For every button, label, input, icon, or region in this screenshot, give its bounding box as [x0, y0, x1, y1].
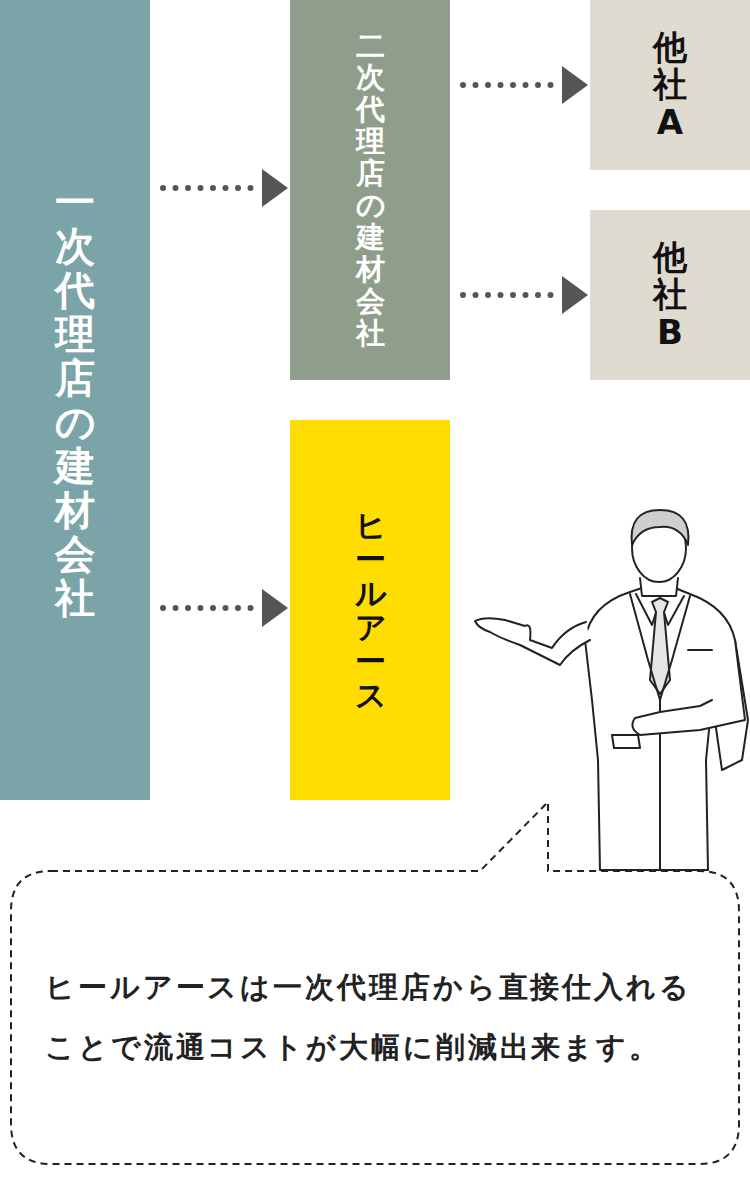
box-label: ヒールアース	[355, 508, 386, 713]
secondary-agent-box: 二次代理店の建材会社	[290, 0, 450, 380]
bubble-text: ヒールアースは一次代理店から直接仕入れることで流通コストが大幅に削減出来ます。	[45, 958, 705, 1077]
dotted-arrow	[463, 66, 588, 104]
speech-bubble: ヒールアースは一次代理店から直接仕入れることで流通コストが大幅に削減出来ます。	[10, 870, 740, 1165]
box-label: 他社A	[653, 29, 687, 141]
bubble-outline	[10, 870, 740, 1165]
other-company-box: 他社B	[590, 210, 750, 380]
other-company-box: 他社A	[590, 0, 750, 170]
box-label: 一次代理店の建材会社	[55, 180, 95, 620]
healearth-box: ヒールアース	[290, 420, 450, 800]
supplier-box: 一次代理店の建材会社	[0, 0, 150, 800]
dotted-arrow	[163, 169, 288, 207]
box-label: 二次代理店の建材会社	[356, 31, 385, 350]
box-label: 他社B	[653, 239, 687, 351]
dotted-arrow	[463, 276, 588, 314]
dotted-arrow	[163, 589, 288, 627]
